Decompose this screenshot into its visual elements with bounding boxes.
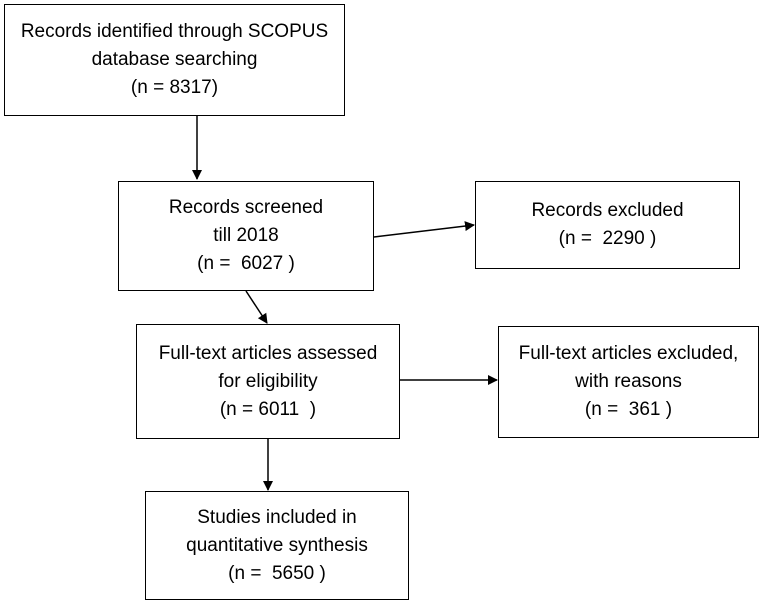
records-identified-line-2: database searching	[91, 49, 258, 70]
records-screened-line-1: Records screened	[168, 197, 324, 218]
fulltext-assessed-line-1: Full-text articles assessed	[158, 342, 378, 364]
fulltext-assessed-line-2: for eligibility	[218, 370, 318, 392]
records-screened-box: Records screened till 2018 (n = 6027 )	[118, 181, 374, 291]
fulltext-excluded-box: Full-text articles excluded, with reason…	[498, 326, 759, 438]
studies-included-count: (n = 5650 )	[228, 562, 326, 584]
arrow-screened-to-assessed	[245, 290, 268, 324]
fulltext-assessed-count: (n = 6011 )	[219, 398, 317, 420]
records-excluded-line-1: Records excluded	[531, 200, 684, 221]
studies-included-line-1: Studies included in	[197, 506, 357, 528]
fulltext-excluded-count: (n = 361 )	[584, 399, 673, 420]
studies-included-line-2: quantitative synthesis	[186, 534, 368, 556]
records-excluded-box: Records excluded (n = 2290 )	[475, 181, 740, 269]
arrow-screened-to-excluded	[373, 221, 475, 238]
studies-included-box: Studies included in quantitative synthes…	[145, 491, 409, 600]
records-screened-count: (n = 6027 )	[197, 253, 295, 274]
records-identified-line-1: Records identified through SCOPUS	[20, 21, 329, 42]
fulltext-excluded-line-2: with reasons	[575, 371, 682, 392]
records-identified-box: Records identified through SCOPUS databa…	[4, 4, 345, 116]
records-identified-count: (n = 8317)	[130, 77, 219, 98]
fulltext-excluded-line-1: Full-text articles excluded,	[518, 343, 739, 364]
fulltext-assessed-box: Full-text articles assessed for eligibil…	[136, 324, 400, 439]
records-screened-line-2: till 2018	[213, 225, 279, 246]
records-excluded-count: (n = 2290 )	[558, 228, 657, 249]
